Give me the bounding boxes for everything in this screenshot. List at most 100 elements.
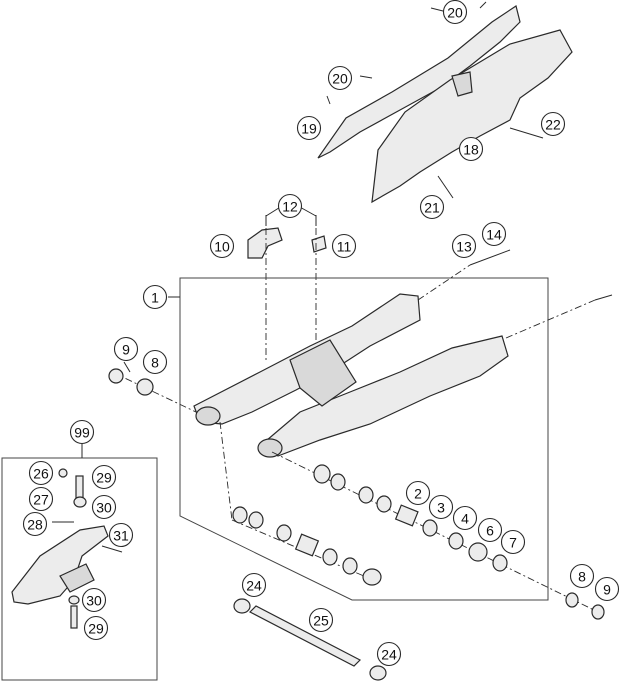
chain-slide-insert xyxy=(59,563,95,593)
callout-c3: 3 xyxy=(428,494,454,520)
callout-c24a: 24 xyxy=(241,572,267,598)
callout-circle xyxy=(327,65,353,91)
callout-number: 28 xyxy=(27,517,43,533)
callout-circle xyxy=(594,576,620,602)
callout-c14: 14 xyxy=(481,221,507,247)
callout-c22: 22 xyxy=(540,111,566,137)
callout-c9b: 9 xyxy=(594,576,620,602)
callout-circle xyxy=(241,572,267,598)
callout-circle xyxy=(28,486,54,512)
callout-circle xyxy=(277,193,303,219)
callout-number: 2 xyxy=(414,486,422,502)
callout-c6: 6 xyxy=(477,517,503,543)
callout-circle xyxy=(296,115,322,141)
callout-number: 25 xyxy=(313,613,329,629)
callout-number: 22 xyxy=(545,117,561,133)
callout-c11: 11 xyxy=(331,233,357,259)
bracket-right-part xyxy=(311,235,327,253)
callout-circle xyxy=(142,284,168,310)
callout-number: 24 xyxy=(246,578,262,594)
callout-circle xyxy=(419,194,445,220)
callout-number: 31 xyxy=(113,528,129,544)
callout-c26: 26 xyxy=(28,460,54,486)
chain-slide-kit-frame xyxy=(1,457,158,681)
callout-circle xyxy=(569,563,595,589)
callout-c25: 25 xyxy=(308,607,334,633)
callout-circle xyxy=(428,494,454,520)
callout-c99: 99 xyxy=(69,419,95,445)
callout-c13: 13 xyxy=(451,233,477,259)
callout-number: 29 xyxy=(96,470,112,486)
bracket-left-part xyxy=(247,227,283,259)
swingarm-lower-arm xyxy=(258,335,509,457)
callout-circle xyxy=(481,221,507,247)
callout-circle xyxy=(113,336,139,362)
bracket-parts xyxy=(247,215,327,360)
pivot-bearing-stack-right xyxy=(313,464,605,620)
swingarm-group-frame xyxy=(179,277,549,601)
chain-guard-part xyxy=(371,29,573,204)
callout-circle xyxy=(458,136,484,162)
callout-number: 10 xyxy=(214,239,230,255)
swingarm-cross-brace xyxy=(289,339,357,407)
callout-number: 6 xyxy=(486,523,494,539)
callout-circle xyxy=(142,349,168,375)
callout-c28: 28 xyxy=(22,511,48,537)
callout-c1: 1 xyxy=(142,284,168,310)
callout-c8b: 8 xyxy=(569,563,595,589)
callout-circle xyxy=(452,505,478,531)
chain-slider-part xyxy=(317,5,521,159)
callout-c7: 7 xyxy=(500,529,526,555)
callout-circle xyxy=(209,233,235,259)
callout-circle xyxy=(81,587,107,613)
callout-circle xyxy=(83,615,109,641)
callout-circle xyxy=(500,529,526,555)
callout-c24b: 24 xyxy=(376,641,402,667)
callout-number: 8 xyxy=(578,569,586,585)
callout-circle xyxy=(91,494,117,520)
callout-c31: 31 xyxy=(108,522,134,548)
callout-number: 4 xyxy=(461,511,469,527)
callout-c19: 19 xyxy=(296,115,322,141)
chain-guard-tab xyxy=(451,71,473,97)
chain-guard-assembly xyxy=(317,1,573,204)
callout-circle xyxy=(108,522,134,548)
callout-number: 1 xyxy=(151,290,159,306)
callout-number: 24 xyxy=(381,647,397,663)
callout-number: 19 xyxy=(301,121,317,137)
callout-c4: 4 xyxy=(452,505,478,531)
callout-circle xyxy=(91,464,117,490)
callout-number: 26 xyxy=(33,466,49,482)
callout-number: 30 xyxy=(96,500,112,516)
callout-number: 27 xyxy=(33,492,49,508)
callout-c29a: 29 xyxy=(91,464,117,490)
callout-number: 20 xyxy=(332,71,348,87)
callout-c29b: 29 xyxy=(83,615,109,641)
callout-c21: 21 xyxy=(419,194,445,220)
callout-number: 99 xyxy=(74,425,90,441)
callout-c20b: 20 xyxy=(327,65,353,91)
chain-slide-part xyxy=(11,525,109,605)
callout-c20a: 20 xyxy=(442,0,468,25)
callout-number: 11 xyxy=(337,239,352,255)
callout-number: 29 xyxy=(88,621,104,637)
callout-number: 18 xyxy=(463,142,479,158)
callout-circle xyxy=(69,419,95,445)
callout-c10: 10 xyxy=(209,233,235,259)
callout-number: 9 xyxy=(603,582,611,598)
callout-circle xyxy=(376,641,402,667)
callout-number: 8 xyxy=(151,355,159,371)
swingarm xyxy=(193,249,613,458)
callout-circle xyxy=(308,607,334,633)
pivot-bearing-stack-left xyxy=(232,506,382,586)
callout-number: 21 xyxy=(424,200,440,216)
callout-number: 9 xyxy=(122,342,130,358)
callout-number: 30 xyxy=(86,593,102,609)
callout-c12: 12 xyxy=(277,193,303,219)
callout-circle xyxy=(442,0,468,25)
callout-number: 3 xyxy=(437,500,445,516)
callout-c27: 27 xyxy=(28,486,54,512)
callout-c8a: 8 xyxy=(142,349,168,375)
callout-number: 13 xyxy=(456,239,472,255)
